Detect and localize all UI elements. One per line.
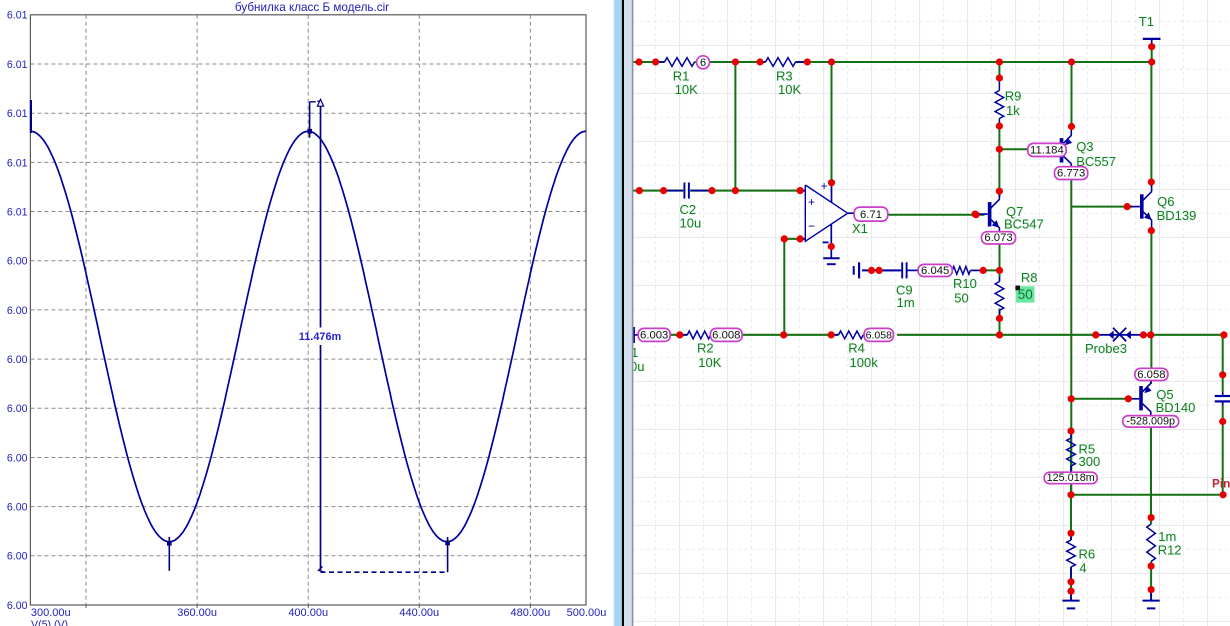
svg-text:R4: R4 [848, 341, 865, 356]
svg-text:-528.009p: -528.009p [1126, 416, 1175, 428]
svg-text:11.184: 11.184 [1030, 145, 1064, 157]
svg-text:1k: 1k [1006, 103, 1020, 118]
svg-text:360.00u: 360.00u [177, 607, 217, 619]
svg-text:6.00: 6.00 [7, 600, 28, 612]
svg-text:10K: 10K [698, 355, 721, 370]
svg-text:C9: C9 [896, 283, 913, 298]
svg-text:6.00: 6.00 [7, 502, 28, 514]
svg-text:Q6: Q6 [1157, 194, 1174, 209]
svg-text:Q3: Q3 [1076, 139, 1093, 154]
svg-text:300.00u: 300.00u [31, 607, 71, 619]
svg-text:R5: R5 [1079, 442, 1096, 457]
svg-text:0u: 0u [630, 359, 644, 374]
svg-text:6.00: 6.00 [7, 305, 28, 317]
svg-text:BC557: BC557 [1076, 154, 1116, 169]
svg-text:6.00: 6.00 [7, 452, 28, 464]
svg-text:10K: 10K [675, 82, 698, 97]
svg-text:PinA: PinA [1212, 476, 1230, 490]
svg-text:100k: 100k [850, 355, 879, 370]
svg-text:50: 50 [954, 290, 968, 305]
svg-text:400.00u: 400.00u [288, 607, 328, 619]
svg-text:Q5: Q5 [1156, 387, 1173, 402]
svg-text:6.773: 6.773 [1057, 168, 1085, 180]
svg-text:6.00: 6.00 [7, 256, 28, 268]
svg-text:R3: R3 [776, 68, 793, 83]
svg-text:V(5) (V): V(5) (V) [31, 619, 68, 626]
svg-text:R9: R9 [1005, 89, 1022, 104]
svg-text:6.058: 6.058 [866, 330, 892, 342]
svg-text:+: + [821, 181, 828, 193]
svg-text:440.00u: 440.00u [399, 607, 439, 619]
svg-text:6.01: 6.01 [7, 59, 28, 71]
svg-text:BD139: BD139 [1157, 208, 1197, 223]
svg-text:−: − [808, 219, 815, 233]
svg-text:R6: R6 [1079, 546, 1096, 561]
svg-text:R10: R10 [953, 276, 977, 291]
svg-text:1m: 1m [897, 295, 915, 310]
svg-text:бубнилка класс Б модель.cir: бубнилка класс Б модель.cir [235, 1, 389, 14]
svg-text:Q7: Q7 [1006, 204, 1023, 219]
svg-text:50: 50 [1018, 287, 1033, 302]
svg-text:4: 4 [1079, 560, 1086, 575]
svg-text:6.00: 6.00 [7, 354, 28, 366]
svg-text:480.00u: 480.00u [511, 607, 551, 619]
svg-text:+: + [808, 195, 815, 209]
svg-text:6.003: 6.003 [640, 330, 668, 342]
svg-text:300: 300 [1079, 454, 1101, 469]
svg-text:6.073: 6.073 [984, 232, 1012, 244]
svg-text:BC547: BC547 [1004, 217, 1044, 232]
svg-text:500.00u: 500.00u [567, 607, 607, 619]
svg-text:10K: 10K [778, 82, 801, 97]
svg-text:125.018m: 125.018m [1047, 472, 1095, 484]
svg-text:Probe3: Probe3 [1085, 341, 1127, 356]
svg-text:6: 6 [700, 57, 706, 69]
svg-text:T1: T1 [1139, 14, 1154, 29]
svg-text:6.00: 6.00 [7, 551, 28, 563]
svg-text:6.71: 6.71 [860, 209, 882, 221]
svg-text:6.01: 6.01 [7, 206, 28, 218]
svg-text:11.476m: 11.476m [299, 331, 342, 343]
svg-text:R1: R1 [673, 68, 690, 83]
svg-text:6.01: 6.01 [7, 157, 28, 169]
svg-text:1m: 1m [1158, 529, 1176, 544]
svg-text:10u: 10u [680, 216, 702, 231]
svg-text:6.01: 6.01 [7, 108, 28, 120]
svg-text:R12: R12 [1158, 543, 1182, 558]
svg-text:X1: X1 [852, 221, 868, 236]
svg-text:C2: C2 [680, 202, 697, 217]
svg-text:6.01: 6.01 [7, 10, 28, 22]
svg-text:1: 1 [631, 345, 638, 360]
svg-text:6.045: 6.045 [921, 265, 949, 277]
svg-text:6.008: 6.008 [712, 330, 740, 342]
svg-text:6.00: 6.00 [7, 403, 28, 415]
svg-text:BD140: BD140 [1156, 400, 1196, 415]
svg-text:6.058: 6.058 [1137, 369, 1165, 381]
svg-text:R2: R2 [697, 341, 714, 356]
svg-text:R8: R8 [1021, 270, 1038, 285]
